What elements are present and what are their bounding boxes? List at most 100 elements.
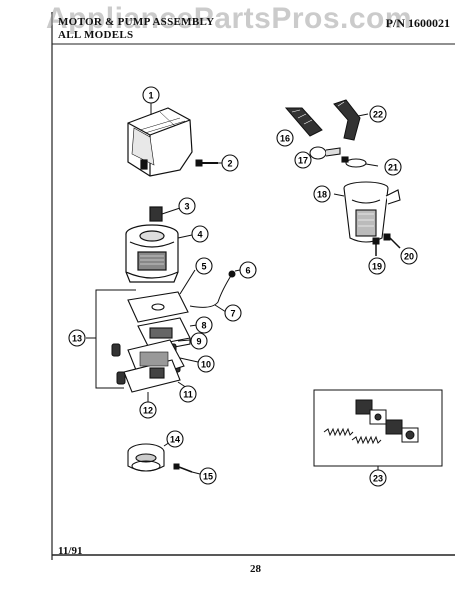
callout-circle: [199, 467, 217, 485]
leader-22: [357, 113, 369, 117]
callout-circle: [191, 225, 209, 243]
callout-number: 16: [280, 134, 290, 144]
callout-number: 22: [373, 110, 383, 120]
callout-circle: [384, 158, 402, 176]
callout-circle: [178, 197, 196, 215]
callout-number: 2: [227, 159, 232, 169]
callout-number: 10: [201, 360, 211, 370]
callout-circle: [224, 304, 242, 322]
parts-kit-box-23: [313, 389, 443, 467]
callout-12: 12: [139, 401, 157, 419]
callout-circle: [369, 105, 387, 123]
callout-20: 20: [400, 247, 418, 265]
callout-number: 8: [201, 321, 206, 331]
set-screw-part: [173, 463, 193, 473]
callout-19: 19: [368, 257, 386, 275]
leader-3: [161, 207, 181, 215]
callout-number: 14: [170, 435, 180, 445]
callout-circle: [221, 154, 239, 172]
callout-number: 6: [245, 266, 250, 276]
callout-5: 5: [195, 257, 213, 275]
callout-number: 4: [197, 230, 202, 240]
hose-16-part: [284, 107, 323, 137]
leader-9: [177, 339, 191, 342]
callout-number: 20: [404, 252, 414, 262]
screw-part: [195, 159, 218, 167]
header-subtitle: ALL MODELS: [58, 29, 134, 41]
callout-number: 5: [201, 262, 206, 272]
callout-10: 10: [197, 355, 215, 373]
callout-2: 2: [221, 154, 239, 172]
elbow-hose-22-part: [333, 99, 361, 141]
callout-8: 8: [195, 316, 213, 334]
callout-3: 3: [178, 197, 196, 215]
callout-number: 17: [298, 156, 308, 166]
leader-18: [333, 193, 345, 197]
callout-number: 1: [148, 91, 153, 101]
callout-11: 11: [179, 385, 197, 403]
callout-number: 13: [72, 334, 82, 344]
part-number-label: P/N 1600021: [385, 16, 450, 30]
motor-cover-part: [127, 107, 193, 177]
leader-6: [234, 269, 241, 272]
wire-lead-part: [189, 270, 236, 308]
pulley-part: [127, 443, 165, 472]
callout-circle: [166, 430, 184, 448]
leader-4: [177, 234, 193, 239]
callout-6: 6: [239, 261, 257, 279]
screw-20-part: [383, 233, 401, 249]
leader-5: [179, 269, 196, 295]
filter-housing-part: [343, 181, 401, 243]
callout-circle: [197, 355, 215, 373]
callout-number: 3: [184, 202, 189, 212]
callout-number: 7: [230, 309, 235, 319]
leader-7: [214, 304, 227, 313]
callout-circle: [294, 151, 312, 169]
callout-circle: [179, 385, 197, 403]
callout-4: 4: [191, 225, 209, 243]
footer-page-number: 28: [250, 563, 261, 575]
callout-circle: [190, 332, 208, 350]
springs-part: [323, 427, 382, 445]
callout-16: 16: [276, 129, 294, 147]
callout-circle: [195, 257, 213, 275]
callout-17: 17: [294, 151, 312, 169]
clamp-17-part: [309, 146, 341, 160]
callout-9: 9: [190, 332, 208, 350]
callout-circle: [142, 86, 160, 104]
callout-number: 19: [372, 262, 382, 272]
callout-circle: [139, 401, 157, 419]
callout-14: 14: [166, 430, 184, 448]
callout-circle: [369, 469, 387, 487]
mounting-plate-part: [127, 291, 189, 323]
callout-15: 15: [199, 467, 217, 485]
callout-number: 9: [196, 337, 201, 347]
callout-22: 22: [369, 105, 387, 123]
callout-circle: [400, 247, 418, 265]
callout-circle: [68, 329, 86, 347]
leveling-feet-part: [355, 399, 419, 443]
callout-18: 18: [313, 185, 331, 203]
hose-clamp-21-part: [341, 156, 367, 168]
callout-circle: [239, 261, 257, 279]
footer-date: 11/91: [58, 545, 83, 557]
leader-21: [365, 163, 379, 167]
callout-number: 11: [183, 390, 193, 400]
header-title: MOTOR & PUMP ASSEMBLY: [58, 16, 215, 28]
base-housing-part: [123, 339, 185, 393]
callout-13: 13: [68, 329, 86, 347]
callout-circle: [313, 185, 331, 203]
screw-19-part: [372, 237, 380, 256]
callout-number: 15: [203, 472, 213, 482]
assembly-bracket-13: [95, 289, 136, 389]
callout-number: 23: [373, 474, 383, 484]
callout-7: 7: [224, 304, 242, 322]
leader-10: [179, 357, 199, 363]
callout-21: 21: [384, 158, 402, 176]
callout-number: 18: [317, 190, 327, 200]
callout-circle: [195, 316, 213, 334]
callout-23: 23: [369, 469, 387, 487]
